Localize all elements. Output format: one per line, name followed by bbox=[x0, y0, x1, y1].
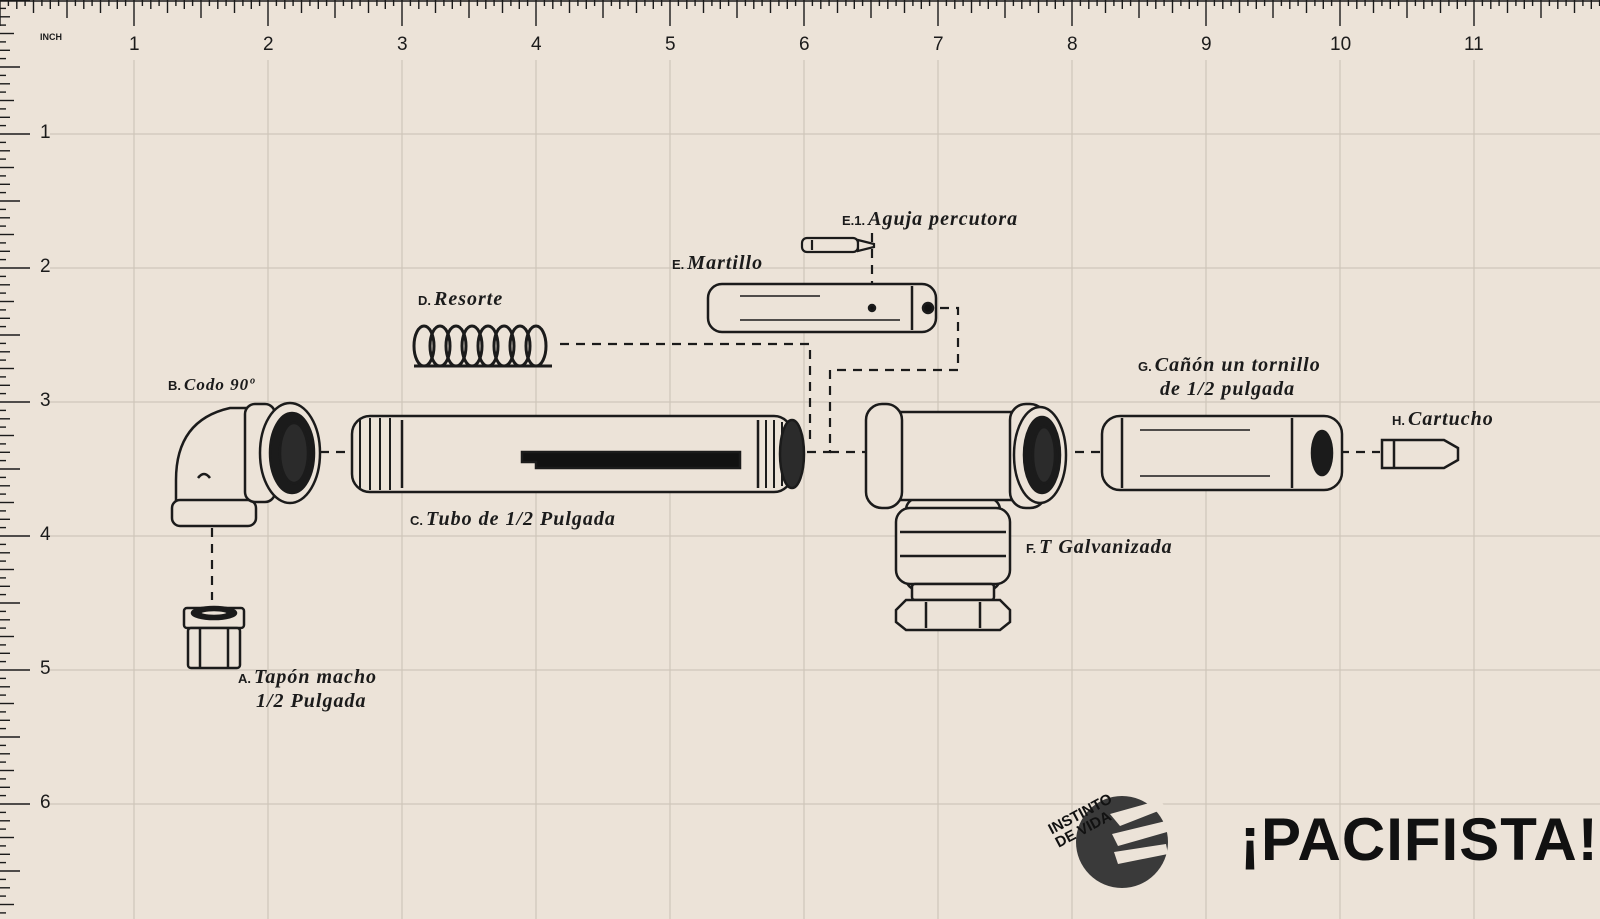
left-ruler-number: 2 bbox=[40, 256, 51, 277]
left-ruler-number: 4 bbox=[40, 524, 51, 545]
part-g-code: G. bbox=[1138, 359, 1152, 374]
part-h-name: Cartucho bbox=[1408, 408, 1494, 430]
part-b-name: Codo 90º bbox=[184, 375, 256, 394]
part-c-name: Tubo de 1/2 Pulgada bbox=[426, 508, 616, 530]
top-ruler-number: 6 bbox=[799, 34, 810, 55]
part-g-name-line2: de 1/2 pulgada bbox=[1160, 378, 1296, 400]
label-part-c: C.Tubo de 1/2 Pulgada bbox=[410, 508, 616, 532]
label-part-a: A.Tapón macho 1/2 Pulgada bbox=[238, 666, 377, 712]
part-e-code: E. bbox=[672, 257, 685, 272]
part-e1-code: E.1. bbox=[842, 213, 866, 228]
label-part-g: G.Cañón un tornillo de 1/2 pulgada bbox=[1138, 354, 1321, 400]
part-b-code: B. bbox=[168, 378, 181, 393]
part-e1-name: Aguja percutora bbox=[868, 208, 1019, 230]
top-ruler-number: 4 bbox=[531, 34, 542, 55]
top-ruler-number: 8 bbox=[1067, 34, 1078, 55]
left-ruler-number: 1 bbox=[40, 122, 51, 143]
part-c-code: C. bbox=[410, 513, 423, 528]
top-ruler-number: 9 bbox=[1201, 34, 1212, 55]
top-ruler-number: 2 bbox=[263, 34, 274, 55]
part-d-name: Resorte bbox=[434, 288, 504, 310]
left-ruler-number: 3 bbox=[40, 390, 51, 411]
ruler-unit-label: INCH bbox=[40, 32, 62, 42]
label-part-e1: E.1.Aguja percutora bbox=[842, 208, 1018, 232]
top-ruler-number: 1 bbox=[129, 34, 140, 55]
instinto-de-vida-logo bbox=[1076, 796, 1174, 888]
top-ruler-number: 3 bbox=[397, 34, 408, 55]
part-d-code: D. bbox=[418, 293, 431, 308]
top-ruler-number: 11 bbox=[1464, 34, 1484, 55]
part-h-code: H. bbox=[1392, 413, 1405, 428]
pipe-part-c bbox=[350, 414, 806, 494]
left-ruler-number: 6 bbox=[40, 792, 51, 813]
top-ruler bbox=[0, 0, 1600, 26]
dashed-connectors bbox=[210, 233, 1380, 600]
part-e-name: Martillo bbox=[687, 252, 764, 274]
top-ruler-number: 10 bbox=[1330, 34, 1352, 55]
tee-part-f bbox=[864, 402, 1068, 632]
elbow-part-b bbox=[170, 401, 322, 528]
plug-part-a bbox=[182, 605, 246, 670]
cartridge-part-h bbox=[1380, 438, 1460, 470]
brand-title: ¡PACIFISTA! bbox=[1240, 806, 1599, 873]
label-part-e: E.Martillo bbox=[672, 252, 763, 276]
left-ruler bbox=[0, 0, 30, 914]
left-ruler-number: 5 bbox=[40, 658, 51, 679]
top-ruler-number: 7 bbox=[933, 34, 944, 55]
top-ruler-number: 5 bbox=[665, 34, 676, 55]
firing-pin-part-e1 bbox=[800, 236, 876, 254]
label-part-d: D.Resorte bbox=[418, 288, 503, 312]
hammer-part-e bbox=[706, 282, 938, 334]
label-part-h: H.Cartucho bbox=[1392, 408, 1494, 432]
part-f-code: F. bbox=[1026, 541, 1037, 556]
part-a-code: A. bbox=[238, 671, 251, 686]
label-part-f: F.T Galvanizada bbox=[1026, 536, 1173, 560]
barrel-part-g bbox=[1100, 414, 1344, 492]
label-part-b: B.Codo 90º bbox=[168, 374, 255, 397]
part-f-name: T Galvanizada bbox=[1039, 536, 1173, 558]
grid-lines bbox=[50, 60, 1600, 919]
spring-part-d bbox=[412, 324, 552, 368]
part-a-name-line2: 1/2 Pulgada bbox=[256, 690, 367, 712]
part-g-name: Cañón un tornillo bbox=[1154, 354, 1321, 376]
part-a-name: Tapón macho bbox=[254, 666, 378, 688]
